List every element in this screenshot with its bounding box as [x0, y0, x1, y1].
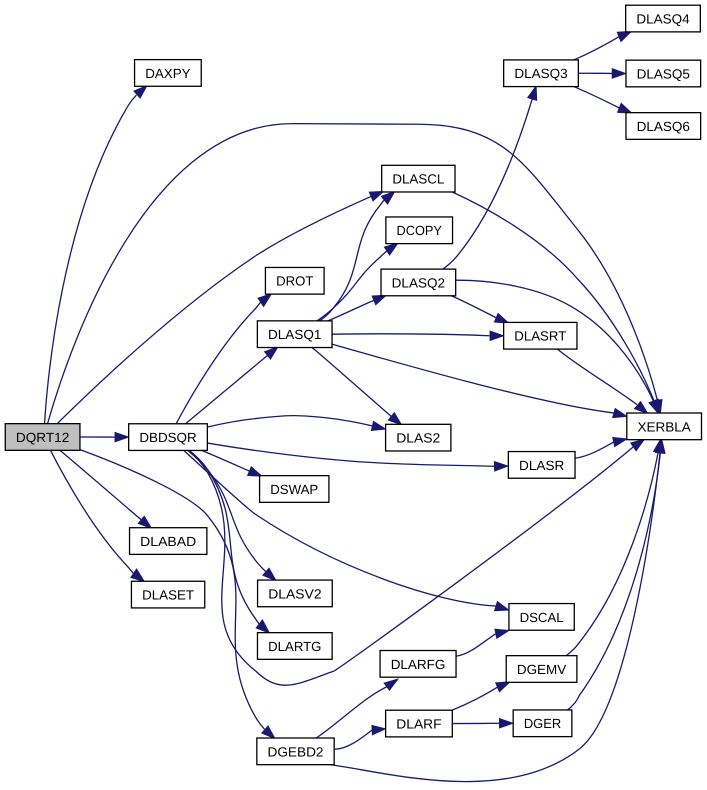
svg-text:DLASQ5: DLASQ5: [637, 66, 690, 81]
svg-text:DLABAD: DLABAD: [140, 534, 196, 549]
svg-text:DLASQ3: DLASQ3: [514, 66, 567, 81]
svg-text:DSWAP: DSWAP: [270, 482, 318, 497]
svg-text:DGEMV: DGEMV: [517, 662, 566, 677]
svg-text:DLASR: DLASR: [519, 458, 564, 473]
svg-text:DLARTG: DLARTG: [268, 639, 321, 654]
svg-text:DSCAL: DSCAL: [520, 610, 564, 625]
svg-text:DCOPY: DCOPY: [397, 223, 442, 238]
svg-text:DLAS2: DLAS2: [396, 431, 440, 446]
svg-text:DLASQ6: DLASQ6: [637, 119, 690, 134]
svg-text:DGEBD2: DGEBD2: [268, 744, 324, 759]
svg-text:DLARF: DLARF: [396, 716, 441, 731]
svg-text:DGER: DGER: [524, 716, 561, 731]
svg-text:DLASCL: DLASCL: [392, 172, 444, 187]
svg-text:DQRT12: DQRT12: [16, 430, 69, 445]
svg-text:DLARFG: DLARFG: [391, 657, 446, 672]
svg-text:DROT: DROT: [276, 274, 313, 289]
svg-text:DLASRT: DLASRT: [514, 329, 566, 344]
svg-text:DAXPY: DAXPY: [145, 66, 190, 81]
svg-text:DLASQ4: DLASQ4: [636, 11, 690, 26]
svg-text:DLASQ1: DLASQ1: [268, 327, 321, 342]
svg-text:DLASV2: DLASV2: [268, 586, 321, 601]
svg-text:DLASET: DLASET: [142, 588, 194, 603]
svg-text:DLASQ2: DLASQ2: [392, 275, 445, 290]
svg-text:DBDSQR: DBDSQR: [139, 430, 196, 445]
svg-text:XERBLA: XERBLA: [637, 419, 690, 434]
